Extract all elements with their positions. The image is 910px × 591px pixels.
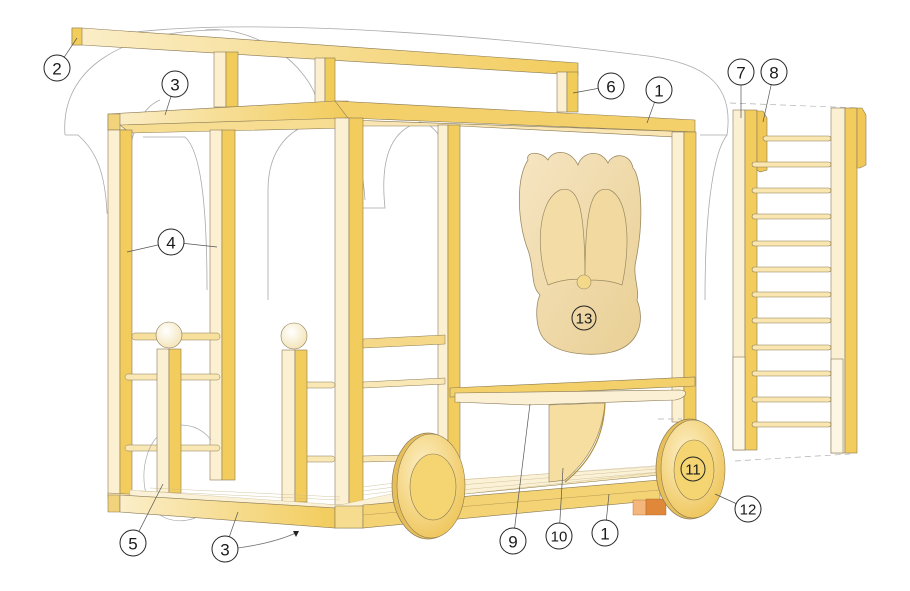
leader-line [559, 467, 564, 524]
direction-arrow [237, 531, 299, 549]
upper-frame [107, 100, 696, 139]
callout-circle [645, 76, 673, 104]
callout-label: 1 [654, 82, 663, 101]
leader-line [63, 37, 78, 58]
leader-line [126, 244, 159, 253]
callout-label: 12 [740, 502, 757, 519]
callout-circle [571, 305, 597, 331]
ladder-alignment-lines [658, 102, 861, 462]
callout-10: 10 [545, 467, 573, 550]
leader-line [138, 483, 164, 532]
rear-right-wheel [655, 418, 726, 520]
callout-label: 1 [600, 525, 609, 544]
lower-rails [107, 479, 661, 529]
leader-line [514, 403, 531, 529]
back-decorative-panel [518, 151, 642, 355]
callout-circle [760, 58, 788, 86]
callout-circle [157, 228, 185, 256]
callout-label: 7 [736, 64, 745, 83]
callout-13: 13 [571, 305, 597, 331]
callout-5: 5 [119, 483, 164, 557]
callout-label: 6 [606, 78, 615, 97]
callout-12: 12 [714, 493, 762, 523]
ladder-rungs [751, 135, 832, 428]
leader-line [646, 102, 655, 124]
callout-label: 11 [685, 462, 701, 479]
callout-circle [499, 527, 527, 555]
callout-circle [591, 519, 619, 547]
callout-circle [680, 456, 706, 482]
leader-line [605, 493, 610, 521]
railing-posts [155, 321, 308, 503]
leader-line [572, 88, 599, 94]
callout-circle [597, 72, 625, 100]
callout-circle [734, 495, 762, 523]
callout-6: 6 [572, 72, 625, 100]
leader-line [228, 511, 239, 537]
corner-posts [107, 117, 697, 529]
callout-circle [43, 54, 71, 82]
callout-circle [161, 70, 189, 98]
callout-label: 3 [170, 76, 179, 95]
callout-3: 3 [211, 511, 239, 563]
leader-line [164, 96, 172, 116]
callout-1: 1 [591, 493, 619, 547]
leader-line [762, 84, 772, 123]
callout-label: 9 [508, 533, 517, 552]
callout-label: 10 [551, 529, 568, 546]
leader-line [183, 243, 218, 248]
callout-circle [727, 58, 755, 86]
callout-circle [211, 535, 239, 563]
callout-2: 2 [43, 37, 78, 82]
roof-posts [213, 51, 579, 113]
callout-7: 7 [727, 58, 755, 118]
callout-label: 8 [769, 64, 778, 83]
front-left-wheel [391, 432, 466, 540]
callout-8: 8 [760, 58, 788, 123]
callout-label: 4 [166, 234, 175, 253]
callout-1: 1 [645, 76, 673, 124]
callout-label: 13 [576, 311, 593, 328]
callout-label: 3 [220, 541, 229, 560]
table [449, 376, 696, 483]
callout-11: 11 [680, 456, 706, 482]
leader-line [714, 493, 737, 504]
callout-4: 4 [126, 228, 218, 256]
callout-circle [545, 522, 573, 550]
callout-label: 2 [52, 60, 61, 79]
callout-9: 9 [499, 403, 531, 555]
callout-circle [119, 529, 147, 557]
support-block [632, 498, 667, 516]
callout-label: 5 [128, 535, 137, 554]
ladder [732, 107, 867, 454]
callout-3: 3 [161, 70, 189, 116]
